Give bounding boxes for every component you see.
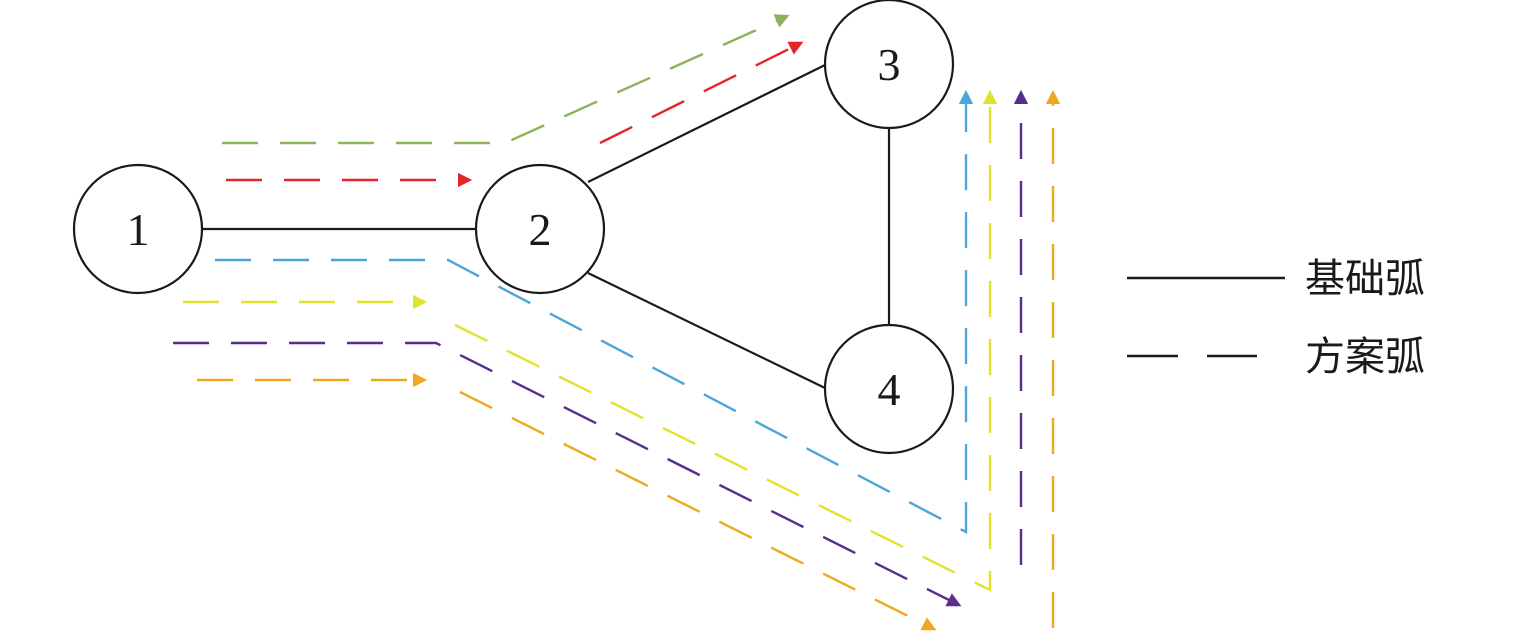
base-arc-2-3: [587, 64, 826, 183]
plan-arcs: [173, 14, 1061, 631]
node-3: 3: [823, 0, 955, 130]
base-arc-2-4: [587, 272, 826, 389]
plan-arc-purple-1: [173, 341, 962, 607]
plan-arc-red-2: [599, 41, 804, 145]
base-arcs: [202, 64, 891, 389]
legend-base-label: 基础弧: [1305, 256, 1425, 302]
node-2: 2: [474, 163, 606, 295]
node-1-label: 1: [127, 204, 150, 255]
plan-arc-blue: [215, 89, 974, 534]
plan-arc-yellow-2: [454, 89, 998, 592]
legend-plan-label: 方案弧: [1305, 334, 1425, 380]
node-3-label: 3: [878, 39, 901, 90]
plan-arc-green: [222, 14, 790, 145]
node-4: 4: [823, 323, 955, 455]
legend: 基础弧 方案弧: [1127, 256, 1425, 380]
plan-arc-orange-2: [459, 390, 937, 631]
node-4-label: 4: [878, 364, 901, 415]
node-2-label: 2: [529, 204, 552, 255]
node-1: 1: [72, 163, 204, 295]
